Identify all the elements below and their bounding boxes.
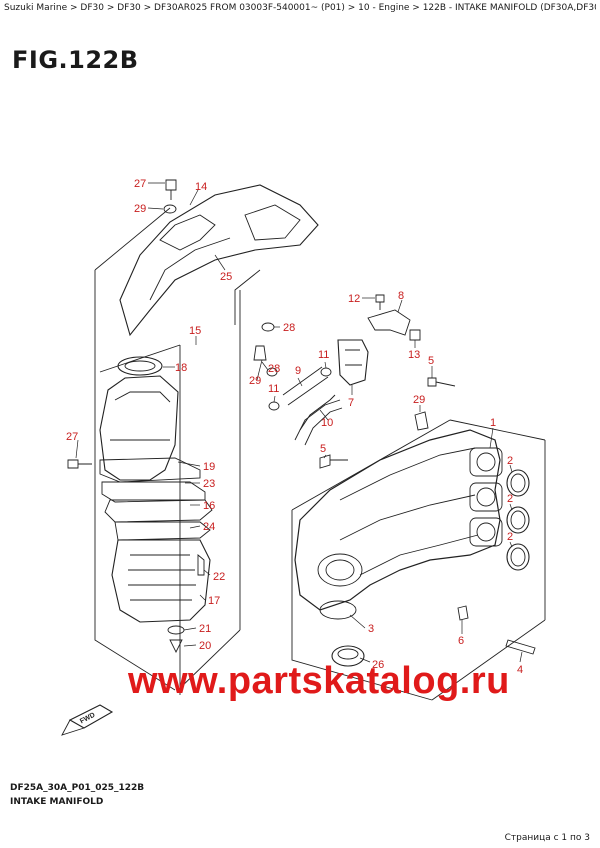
breadcrumb: Suzuki Marine > DF30 > DF30 > DF30AR025 … [4, 3, 596, 13]
callout-28-a: 28 [283, 322, 295, 334]
callout-9: 9 [295, 365, 301, 377]
callout-2-c: 2 [507, 531, 513, 543]
callout-26: 26 [372, 659, 384, 671]
callout-4: 4 [517, 664, 523, 676]
callout-2-b: 2 [507, 493, 513, 505]
callout-22: 22 [213, 571, 225, 583]
diagram-name: INTAKE MANIFOLD [10, 797, 104, 807]
callout-21: 21 [199, 623, 211, 635]
watermark: www.partskatalog.ru [128, 660, 510, 702]
callout-29-top: 29 [134, 203, 146, 215]
callout-5-top: 5 [428, 355, 434, 367]
callout-29-mid: 29 [249, 375, 261, 387]
callout-20: 20 [199, 640, 211, 652]
callout-14: 14 [195, 181, 207, 193]
callout-2-a: 2 [507, 455, 513, 467]
callout-16: 16 [203, 500, 215, 512]
callout-10: 10 [321, 417, 333, 429]
callout-3: 3 [368, 623, 374, 635]
callout-18: 18 [175, 362, 187, 374]
callout-25: 25 [220, 271, 232, 283]
callout-5-mid: 5 [320, 443, 326, 455]
callout-27-top: 27 [134, 178, 146, 190]
callout-6: 6 [458, 635, 464, 647]
callout-19: 19 [203, 461, 215, 473]
callout-12: 12 [348, 293, 360, 305]
callout-7: 7 [348, 397, 354, 409]
diagram-code: DF25A_30A_P01_025_122B [10, 783, 145, 793]
callout-17: 17 [208, 595, 220, 607]
callout-23: 23 [203, 478, 215, 490]
figure-title: FIG.122B [12, 46, 139, 74]
callout-13: 13 [408, 349, 420, 361]
page-info: Страница с 1 по 3 [504, 833, 590, 843]
callout-11-b: 11 [268, 383, 279, 395]
callout-27-left: 27 [66, 431, 78, 443]
callout-1: 1 [490, 417, 496, 429]
callout-8: 8 [398, 290, 404, 302]
callout-15: 15 [189, 325, 201, 337]
callout-29-right: 29 [413, 394, 425, 406]
callout-24: 24 [203, 521, 215, 533]
callout-28-b: 28 [268, 363, 280, 375]
callout-11-a: 11 [318, 349, 329, 361]
